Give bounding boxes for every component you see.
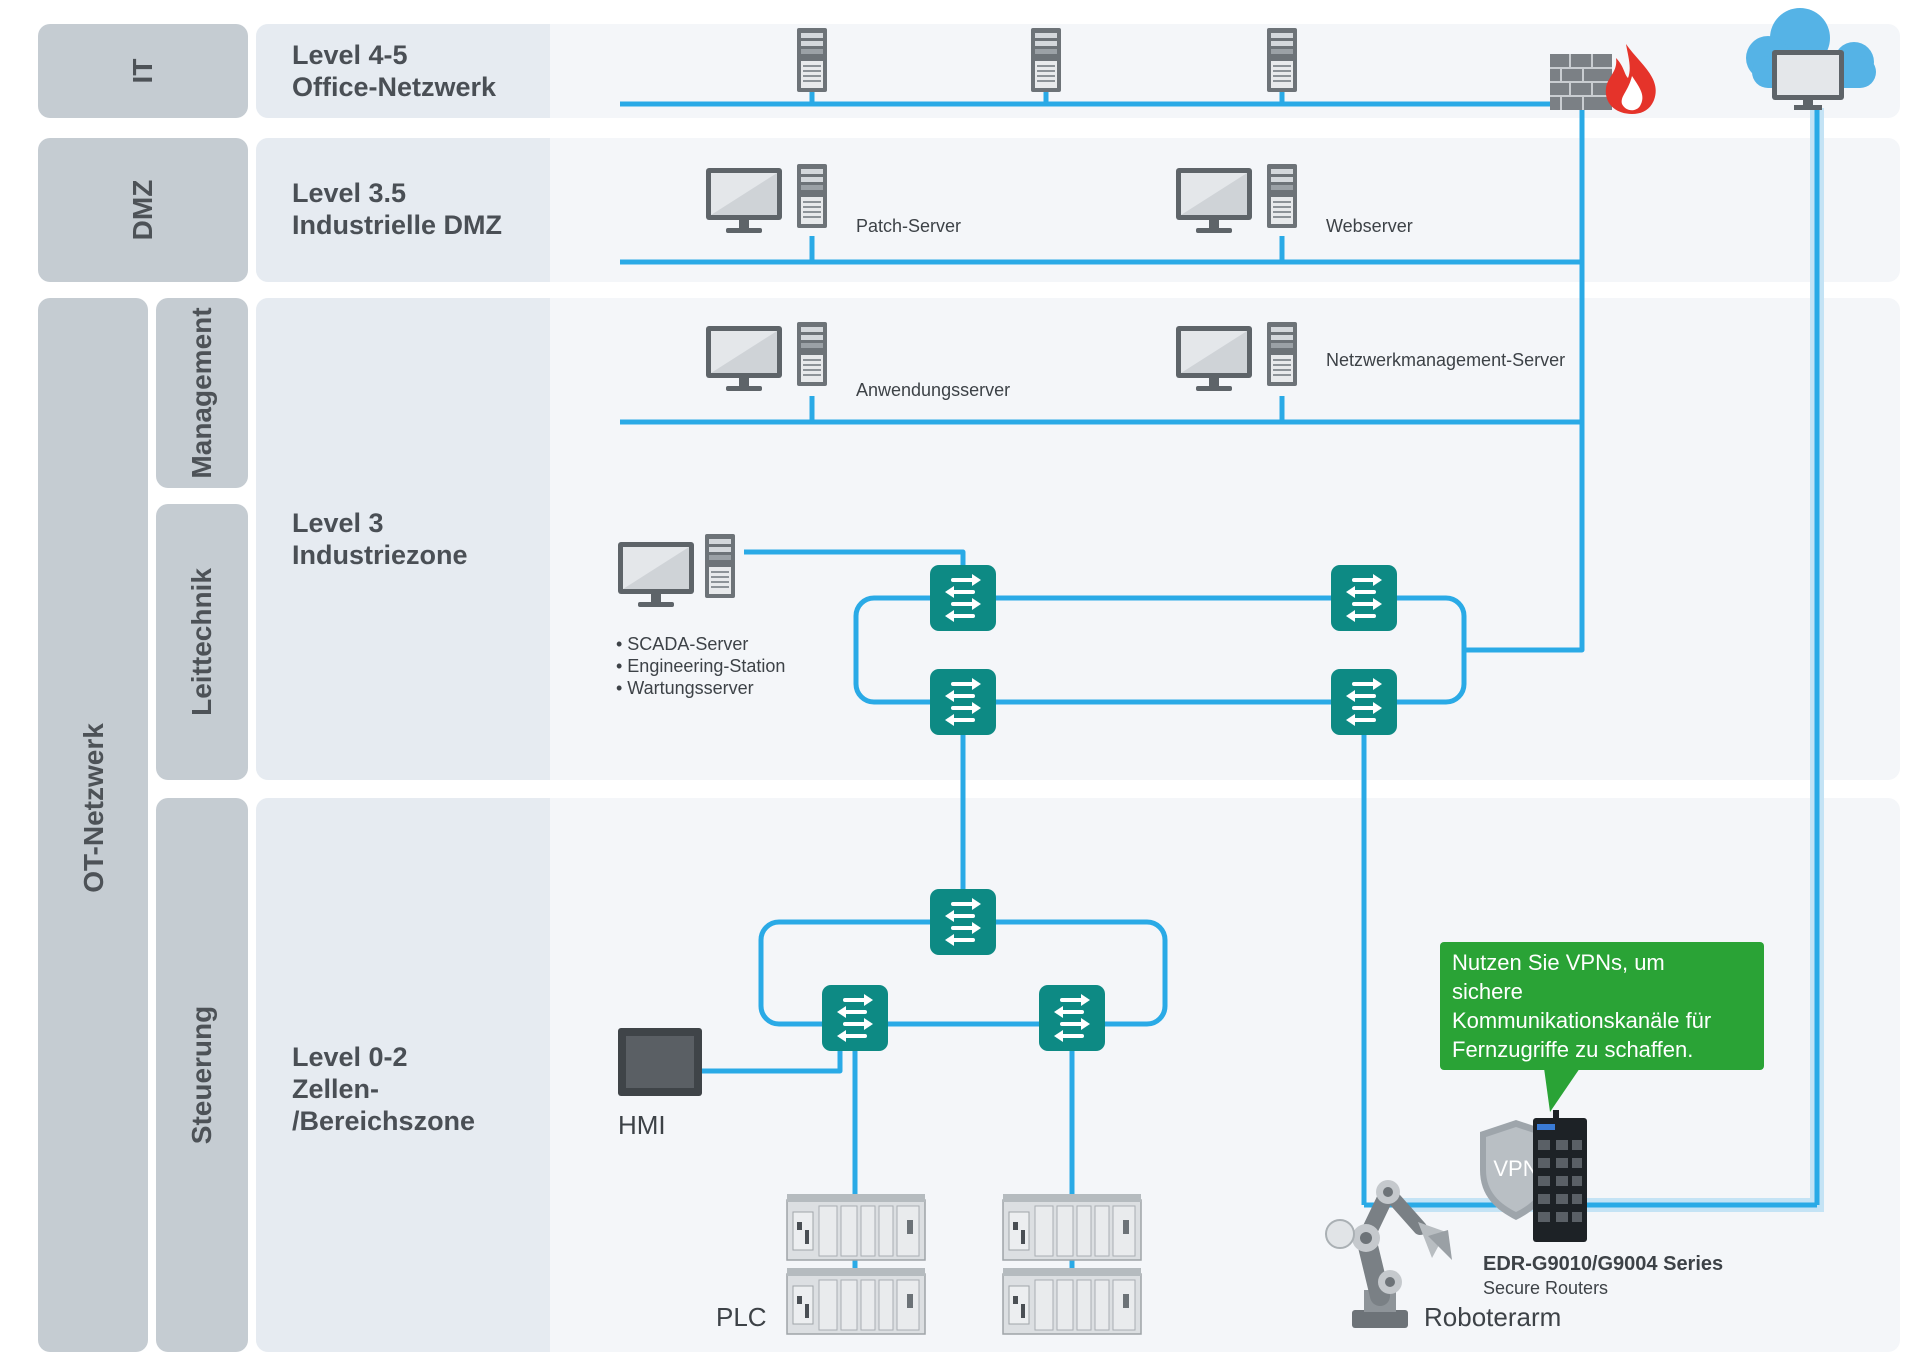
zone-label-steuerung: Steuerung <box>186 1006 217 1144</box>
robot-arm-icon <box>1325 1180 1452 1328</box>
patch-server-tower-icon <box>796 163 828 229</box>
switch-icon-cell-top <box>928 887 998 957</box>
area-office <box>256 24 1900 118</box>
hmi-link <box>700 1050 843 1074</box>
level-panel-dmz <box>256 138 550 282</box>
secure-router-icon <box>1533 1110 1587 1242</box>
leittechnik-ring <box>853 595 1467 705</box>
label-webserver: Webserver <box>1326 216 1413 236</box>
area-industrie <box>256 298 1900 780</box>
scada-link <box>744 549 966 568</box>
level-panel-industrie <box>256 298 550 780</box>
callout-line-1: Nutzen Sie VPNs, um <box>1452 950 1665 975</box>
network-lines <box>620 88 1820 1268</box>
zone-tab-ot <box>38 298 148 1352</box>
zone-label-ot: OT-Netzwerk <box>78 723 109 893</box>
area-cell <box>256 798 1900 1352</box>
label-netzwerkmanagement: Netzwerkmanagement-Server <box>1326 350 1565 370</box>
callout-line-2: sichere <box>1452 979 1523 1004</box>
level-cell-line1: Level 0-2 <box>292 1042 408 1072</box>
level-cell-line2: Zellen- <box>292 1074 379 1104</box>
zone-label-it: IT <box>127 59 158 84</box>
label-patch-server: Patch-Server <box>856 216 961 236</box>
label-scada-2: • Engineering-Station <box>616 656 785 676</box>
zone-tab-steuerung <box>156 798 248 1352</box>
vpn-label: VPN <box>1493 1156 1538 1181</box>
zone-tab-leittechnik <box>156 504 248 780</box>
zone-label-management: Management <box>186 307 217 478</box>
label-plc: PLC <box>716 1302 767 1332</box>
callout-line-4: Fernzugriffe zu schaffen. <box>1452 1037 1693 1062</box>
office-server-1-icon <box>796 27 828 93</box>
firewall-icon <box>1550 44 1656 114</box>
label-roboterarm: Roboterarm <box>1424 1302 1561 1332</box>
label-anwendungsserver: Anwendungsserver <box>856 380 1010 400</box>
switch-icon-leit-bottom-left <box>928 667 998 737</box>
label-router-name: EDR-G9010/G9004 Series <box>1483 1253 1723 1275</box>
level-industrie-line2: Industriezone <box>292 540 468 570</box>
zone-label-leittechnik: Leittechnik <box>186 568 217 716</box>
callout-line-3: Kommunikationskanäle für <box>1452 1008 1711 1033</box>
zone-tab-management <box>156 298 248 488</box>
switch-icon-leit-top-left <box>928 563 998 633</box>
plc-icon-1 <box>786 1193 926 1261</box>
switch-icon-cell-right <box>1037 983 1107 1053</box>
level-industrie-line1: Level 3 <box>292 508 384 538</box>
office-server-2-icon <box>1030 27 1062 93</box>
application-server-tower-icon <box>796 321 828 387</box>
level-office-line1: Level 4-5 <box>292 40 408 70</box>
zone-tab-dmz <box>38 138 248 282</box>
plc-icon-4 <box>1002 1267 1142 1335</box>
switch-icon-leit-bottom-right <box>1329 667 1399 737</box>
zone-label-dmz: DMZ <box>127 180 158 241</box>
label-hmi: HMI <box>618 1110 666 1140</box>
network-management-tower-icon <box>1266 321 1298 387</box>
webserver-tower-icon <box>1266 163 1298 229</box>
label-scada-1: • SCADA-Server <box>616 634 748 654</box>
vpn-callout <box>1440 942 1764 1112</box>
level-dmz-line1: Level 3.5 <box>292 178 406 208</box>
area-dmz <box>256 138 1900 282</box>
level-dmz-line2: Industrielle DMZ <box>292 210 502 240</box>
plc-icon-2 <box>786 1267 926 1335</box>
scada-tower-icon <box>704 533 736 599</box>
cloud-icon <box>1746 8 1876 110</box>
level-office-line2: Office-Netzwerk <box>292 72 497 102</box>
level-panel-office <box>256 24 550 118</box>
plc-icon-3 <box>1002 1193 1142 1261</box>
firewall-uplink <box>1464 104 1585 653</box>
label-router-sub: Secure Routers <box>1483 1278 1608 1298</box>
hmi-icon <box>618 1028 702 1096</box>
level-panel-cell <box>256 798 550 1352</box>
zone-tab-it <box>38 24 248 118</box>
switch-icon-cell-left <box>820 983 890 1053</box>
label-scada-3: • Wartungsserver <box>616 678 754 698</box>
switch-icon-leit-top-right <box>1329 563 1399 633</box>
level-cell-line3: /Bereichszone <box>292 1106 475 1136</box>
office-server-3-icon <box>1266 27 1298 93</box>
